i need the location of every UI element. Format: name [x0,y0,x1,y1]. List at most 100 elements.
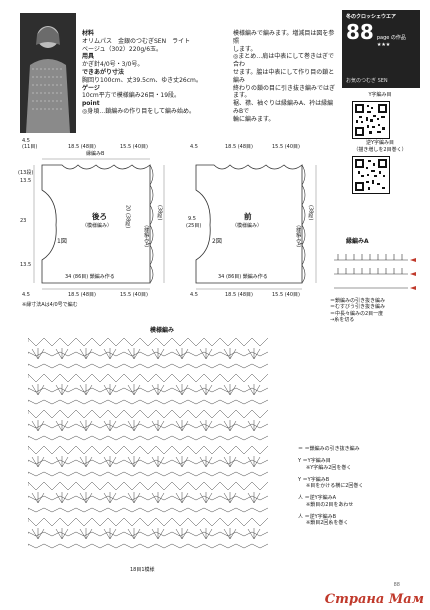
pattern-fan [223,348,237,360]
edging-title: 縁編みA [346,238,369,245]
pattern-fan [223,384,237,396]
back-side-height: (13段) [18,170,34,176]
qr2-sublabel: （描き増しを2目巻く） [353,147,407,153]
instructions-block: 模様編みで編みます。増減目は図を参照 します。 ◎まとめ…肩は中表にして巻きはぎ… [233,30,338,124]
pattern-fan [151,384,165,396]
pattern-fan [175,492,189,504]
instr-line: せます。脇は中表にして作り目の鎖と編み [233,68,335,84]
edging-legend-item: ＝中長々編みの2目一度 [330,310,384,317]
pattern-fan [127,348,141,360]
pattern-fan [55,528,69,540]
front-edge-label: （縁編みA） [295,222,302,251]
pattern-fan [223,420,237,432]
pattern-fan [79,528,93,540]
pattern-fan [151,528,165,540]
back-top-mid: 18.5 (48目) [68,144,96,150]
pattern-chart [28,337,268,549]
point-heading: point [82,100,100,108]
yarn-detail: ベージュ（302）220g/6玉。 [82,45,163,53]
pattern-row [28,495,268,501]
pattern-fan [151,348,165,360]
instr-line: 輪に編みます。 [233,115,275,123]
pattern-row [28,337,268,347]
pattern-fan [199,492,213,504]
gauge-heading: ゲージ [82,84,100,92]
point-text: ◎身頃…鎖編みの作り目をして編み始め。 [82,107,196,115]
back-top-left-count: (11目) [22,144,38,151]
pattern-fan [79,420,93,432]
pattern-fan [247,528,261,540]
legend-sub: ※目をかける横に2回巻く [306,483,364,489]
back-bottom-mid: 18.5 (48目) [68,292,96,298]
edging-diagram [334,254,416,290]
pattern-fan [31,420,45,432]
pattern-fan [31,528,45,540]
pattern-title: 模様編み [150,327,175,334]
badge-series: 冬のクロッシェウエア [346,14,397,20]
legend-symbol: 人 [298,513,304,520]
pattern-row [28,373,268,383]
pattern-fan [55,384,69,396]
front-bottom-right: 15.5 (40目) [272,292,300,298]
qr-code-1[interactable] [352,101,390,139]
legend-item-2: Y ＝Y字編みB ※目をかける横に2回巻く [298,477,418,490]
size-heading: できあがり寸法 [82,68,125,76]
back-bottom-left: 4.5 [22,292,30,298]
pattern-fan [79,348,93,360]
pattern-fan [223,492,237,504]
pattern-fan [103,384,117,396]
back-left-b: 23 [20,218,27,224]
pattern-row [28,517,268,527]
pattern-fan [55,492,69,504]
model-photo [20,13,76,133]
pattern-fan [79,456,93,468]
legend-symbol: Y [298,476,302,483]
pattern-fan [247,492,261,504]
pattern-fan [151,456,165,468]
pattern-row [28,471,268,477]
pattern-fan [199,528,213,540]
pattern-fan [199,420,213,432]
pattern-fan [103,492,117,504]
pattern-row [28,351,268,357]
legend-text: ＝逆Y字編みB [304,513,337,520]
qr-icon [355,159,387,191]
instr-line: 裾、襟、袖ぐりは縁編みA、衿は縁編みBで [233,100,334,115]
pattern-fan [199,456,213,468]
edging-legend-item: ＝むすびう引き抜き編み [330,304,386,311]
pattern-fan [151,420,165,432]
pattern-fan [127,528,141,540]
site-logo: Страна Мам [324,592,424,607]
back-subtitle: （模様編み） [82,223,113,229]
badge-footer: お気のつむぎ SEN [346,77,388,84]
back-panel-outline [33,158,165,290]
legend-text: ＝Y字編みB [302,476,330,483]
size-text: 胸回り100cm、丈39.5cm、ゆき丈26cm。 [82,76,202,84]
pattern-fan [55,456,69,468]
instr-line: します。 [233,45,257,53]
back-top-left-value: 4.5 [22,138,30,144]
legend-sub: ※鎖目2回糸を巻く [306,520,349,526]
pattern-row [28,543,268,549]
badge-suffix: page の作品 ★★★ [376,35,406,48]
pattern-fan [79,492,93,504]
back-note-top: 縁編みB [86,151,105,157]
pattern-fan [175,420,189,432]
instr-line: 終わりの鎖の目に引き抜き編みではぎます。 [233,84,336,100]
pattern-fan [103,420,117,432]
back-top-left: 4.5 (11目) [22,138,37,151]
edging-legend-item: ＝鎖編みの引き抜き編み [330,298,386,304]
front-bottom-mid: 18.5 (48目) [225,292,253,298]
pattern-row [28,399,268,405]
qr-code-2[interactable] [352,156,390,194]
legend-item-1: Y ＝Y字編み目 ※Y字編み2回を巻く [298,458,418,471]
instr-line: 模様編みで編みます。増減目は図を参照 [233,30,335,45]
legend-symbol: ＝ [298,446,304,452]
legend-item-3: 人 ＝逆Y字編みA ※鎖目の2目をあわせ [298,495,418,508]
legend-text: ＝逆Y字編みA [304,495,337,502]
front-side-b: (25目) [186,223,202,229]
legend-symbol: 人 [298,495,304,502]
legend-text: ＝Y字編み目 [302,458,331,465]
qr1-label: Y字編み目 [368,92,392,98]
legend-item-0: ＝ ＝鎖編みの引き抜き編み [298,446,418,452]
